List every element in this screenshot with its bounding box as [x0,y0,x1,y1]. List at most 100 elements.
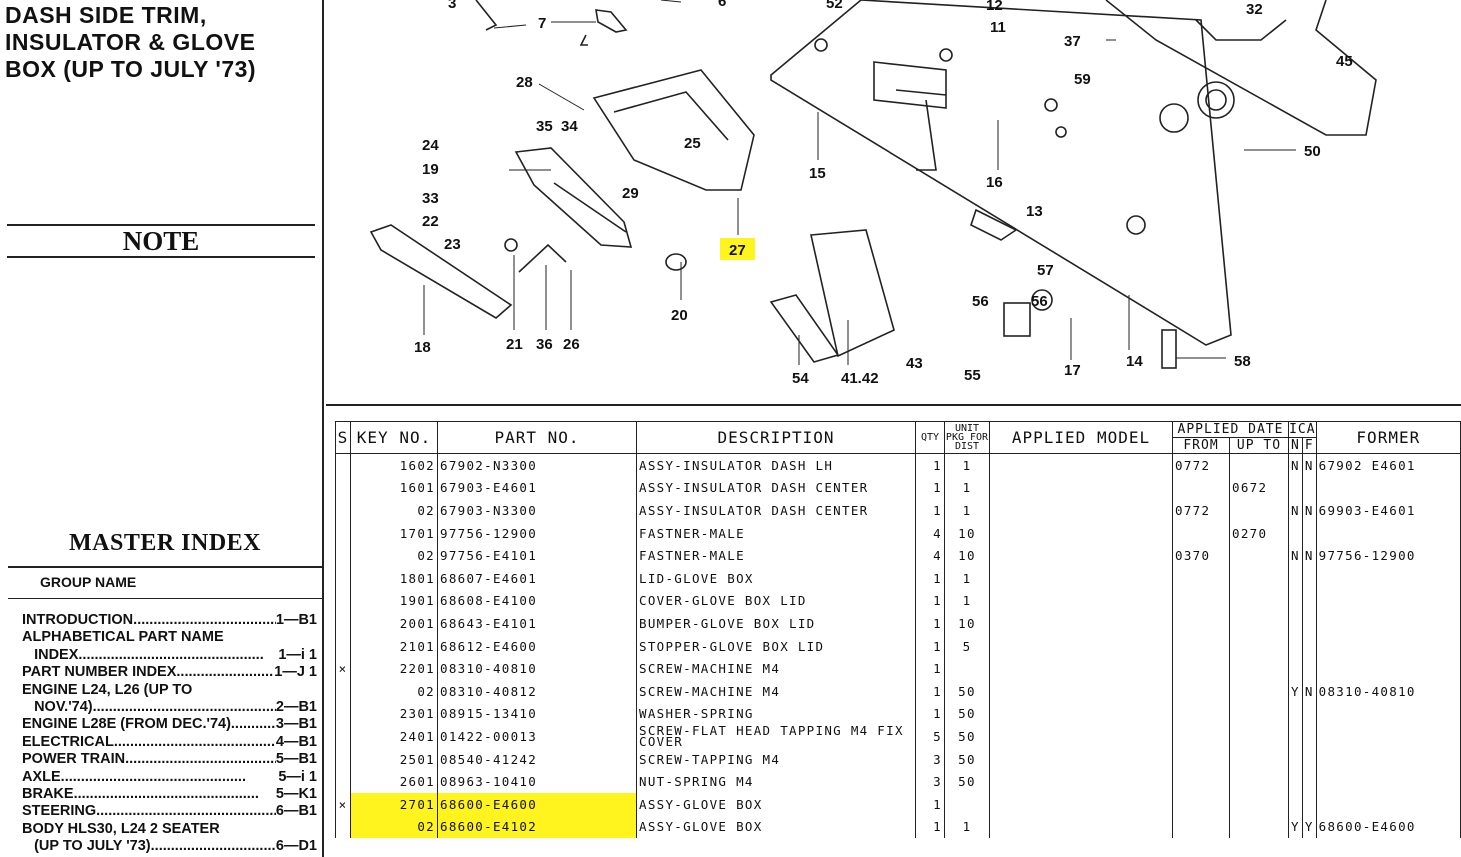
cell-upto [1229,589,1289,613]
cell-s [335,770,351,793]
index-leader-dots: ........................................… [78,646,264,663]
master-index-item: INTRODUCTION ...........................… [22,612,317,629]
cell-s [335,521,351,545]
cell-from [1172,815,1230,839]
cell-key: 2201 [350,657,438,680]
master-index-item: AXLE ...................................… [22,769,317,786]
cell-s [335,815,351,839]
index-leader-dots: ........................................… [176,664,274,681]
callout-number: 26 [563,336,580,353]
cell-upto [1229,544,1289,567]
cell-former [1315,589,1461,613]
cell-upto [1229,792,1289,816]
cell-key: 02 [350,815,438,839]
cell-model [989,499,1173,522]
cell-from [1172,566,1230,590]
index-item-name: POWER TRAIN [22,751,126,768]
cell-f: N [1301,499,1317,522]
callout-number: 15 [809,165,826,182]
cell-part: 08310-40812 [437,679,637,703]
cell-n [1288,566,1303,590]
index-leader-dots: ........................................… [73,786,259,803]
callout-number: 45 [1336,53,1353,70]
cell-former [1315,476,1461,500]
cell-key: 2501 [350,747,438,771]
cell-key: 2601 [350,770,438,793]
cell-from [1172,770,1230,793]
cell-model [989,702,1173,726]
cell-qty: 1 [915,702,945,726]
index-item-name: ENGINE L24, L26 (UP TO [22,681,193,698]
cell-f [1301,476,1317,500]
callout-number: 12 [986,0,1003,14]
cell-from [1172,589,1230,613]
cell-part: 08963-10410 [437,770,637,793]
index-item-page: 1—J 1 [274,664,317,681]
master-index-item: NOV.'74) ...............................… [22,699,317,716]
cell-upto [1229,634,1289,658]
cell-qty: 3 [915,770,945,793]
callout-number: 16 [986,174,1003,191]
cell-n [1288,521,1303,545]
index-item-name: INTRODUCTION [22,612,134,628]
cell-from [1172,702,1230,726]
cell-part: 01422-00013 [437,725,637,748]
cell-desc: STOPPER-GLOVE BOX LID [636,634,916,658]
cell-former [1315,747,1461,771]
cell-former [1315,702,1461,726]
cell-part: 68600-E4102 [437,815,637,839]
index-item-name: AXLE [22,768,61,785]
index-leader-dots [220,821,317,838]
cell-n [1288,747,1303,771]
cell-model [989,634,1173,658]
cell-unit: 10 [944,521,990,545]
index-item-name: ALPHABETICAL PART NAME [22,629,224,646]
cell-unit: 1 [944,499,990,522]
callout-number: 20 [671,307,688,324]
cell-unit [944,792,990,816]
cell-f [1301,702,1317,726]
index-item-page: 1—B1 [275,612,317,628]
cell-model [989,815,1173,839]
cell-part: 67902-N3300 [437,453,637,477]
cell-desc: ASSY-INSULATOR DASH CENTER [636,476,916,500]
cell-from [1172,679,1230,703]
cell-from [1172,634,1230,658]
col-ica: ICA [1288,421,1317,438]
cell-upto: 0672 [1229,476,1289,500]
callout-number: 25 [684,135,701,152]
cell-upto [1229,679,1289,703]
cell-qty: 1 [915,792,945,816]
cell-former [1315,634,1461,658]
cell-unit: 50 [944,679,990,703]
cell-unit: 50 [944,770,990,793]
callout-number: 14 [1126,353,1143,370]
cell-key: 1901 [350,589,438,613]
index-item-name: PART NUMBER INDEX [22,664,177,681]
cell-desc: FASTNER-MALE [636,544,916,567]
cell-part: 68600-E4600 [437,792,637,816]
cell-f [1301,612,1317,635]
col-part: PART NO. [437,421,637,454]
cell-former: 69903-E4601 [1315,499,1461,522]
index-item-page: 3—B1 [275,716,317,733]
cell-desc: LID-GLOVE BOX [636,566,916,590]
callout-number: 56 [1031,293,1048,310]
group-divider [8,598,322,599]
group-name-label: GROUP NAME [40,574,137,590]
cell-model [989,679,1173,703]
cell-n [1288,476,1303,500]
title-line: DASH SIDE TRIM, [5,2,207,28]
callout-number: 58 [1234,353,1251,370]
cell-s: × [335,657,351,680]
cell-n: N [1288,544,1303,567]
cell-unit: 1 [944,589,990,613]
callout-number: 28 [516,74,533,91]
index-leader-dots: ........................................… [96,803,276,820]
index-item-name: ELECTRICAL [22,733,114,750]
